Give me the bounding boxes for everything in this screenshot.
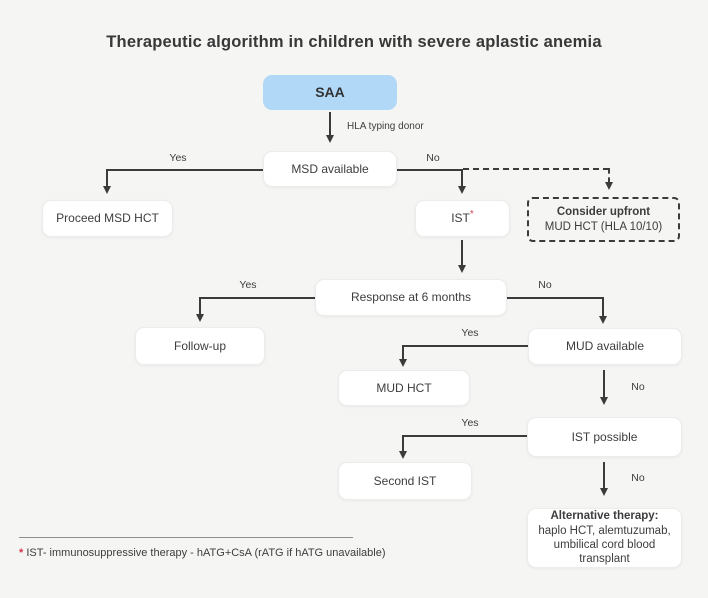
connector-ist-possible-yes-v	[402, 435, 404, 452]
node-ist-possible: IST possible	[527, 417, 682, 457]
edge-label-msd-yes: Yes	[169, 152, 187, 164]
node-second-ist-label: Second IST	[373, 473, 437, 488]
page-title: Therapeutic algorithm in children with s…	[106, 33, 602, 51]
footnote-text: IST- immunosuppressive therapy - hATG+Cs…	[23, 547, 386, 559]
connector-response-no-h	[507, 297, 604, 299]
edge-label-msd-no: No	[426, 152, 440, 164]
connector-dashed-v	[608, 168, 610, 183]
node-consider-upfront-mud-hct: Consider upfront MUD HCT (HLA 10/10)	[527, 197, 680, 242]
node-msd-available: MSD available	[263, 151, 397, 187]
edge-label-response-no: No	[538, 279, 552, 291]
arrowhead-icon	[458, 186, 466, 194]
node-response-6-months: Response at 6 months	[315, 279, 507, 316]
ist-asterisk: *	[469, 209, 474, 220]
node-saa: SAA	[263, 75, 397, 110]
arrowhead-icon	[399, 451, 407, 459]
arrowhead-icon	[599, 316, 607, 324]
footnote-divider	[19, 537, 353, 538]
arrowhead-icon	[399, 359, 407, 367]
connector-msd-yes-h	[106, 169, 263, 171]
connector-response-no-v	[602, 297, 604, 317]
node-proceed-msd-hct: Proceed MSD HCT	[42, 200, 173, 237]
connector-saa-msd	[329, 112, 331, 136]
node-response-label: Response at 6 months	[350, 290, 472, 304]
connector-msd-yes-v	[106, 169, 108, 187]
arrowhead-icon	[458, 265, 466, 273]
arrowhead-icon	[196, 314, 204, 322]
arrowhead-icon	[326, 135, 334, 143]
node-saa-label: SAA	[315, 83, 345, 100]
edge-label-ist-possible-yes: Yes	[461, 417, 479, 429]
node-proceed-msd-hct-label: Proceed MSD HCT	[56, 211, 159, 225]
node-second-ist: Second IST	[338, 462, 472, 500]
connector-msd-no-v	[461, 169, 463, 187]
arrowhead-icon	[600, 488, 608, 496]
connector-msd-no-h	[397, 169, 463, 171]
connector-dashed-h	[463, 168, 609, 170]
arrowhead-icon	[605, 182, 613, 190]
node-ist-label: IST*	[451, 209, 474, 226]
connector-mud-yes-h	[402, 345, 528, 347]
node-ist-possible-label: IST possible	[571, 429, 638, 444]
node-follow-up-label: Follow-up	[173, 338, 227, 353]
node-alternative-therapy: Alternative therapy: haplo HCT, alemtuzu…	[527, 508, 682, 568]
node-msd-available-label: MSD available	[291, 161, 369, 176]
node-mud-hct: MUD HCT	[338, 370, 470, 406]
node-follow-up: Follow-up	[135, 327, 265, 365]
connector-mud-yes-v	[402, 345, 404, 360]
connector-ist-response	[461, 240, 463, 266]
edge-label-mud-yes: Yes	[461, 327, 479, 339]
node-ist: IST*	[415, 200, 510, 237]
arrowhead-icon	[600, 397, 608, 405]
connector-response-yes-h	[199, 297, 315, 299]
node-mud-available-label: MUD available	[565, 339, 645, 353]
edge-label-mud-no: No	[631, 381, 645, 393]
node-mud-hct-label: MUD HCT	[376, 380, 432, 395]
edge-label-ist-possible-no: No	[631, 472, 645, 484]
footnote: * IST- immunosuppressive therapy - hATG+…	[19, 547, 386, 559]
node-alternative-therapy-label: Alternative therapy: haplo HCT, alemtuzu…	[538, 510, 671, 566]
edge-label-hla-typing: HLA typing donor	[347, 121, 424, 132]
connector-ist-possible-yes-h	[402, 435, 527, 437]
footnote-asterisk: *	[19, 547, 24, 559]
node-mud-available: MUD available	[528, 328, 682, 365]
connector-response-yes-v	[199, 297, 201, 315]
arrowhead-icon	[103, 186, 111, 194]
edge-label-response-yes: Yes	[239, 279, 257, 291]
node-consider-upfront-label: Consider upfront MUD HCT (HLA 10/10)	[544, 206, 663, 233]
connector-ist-possible-no-v	[603, 462, 605, 489]
connector-mud-no-v	[603, 370, 605, 398]
